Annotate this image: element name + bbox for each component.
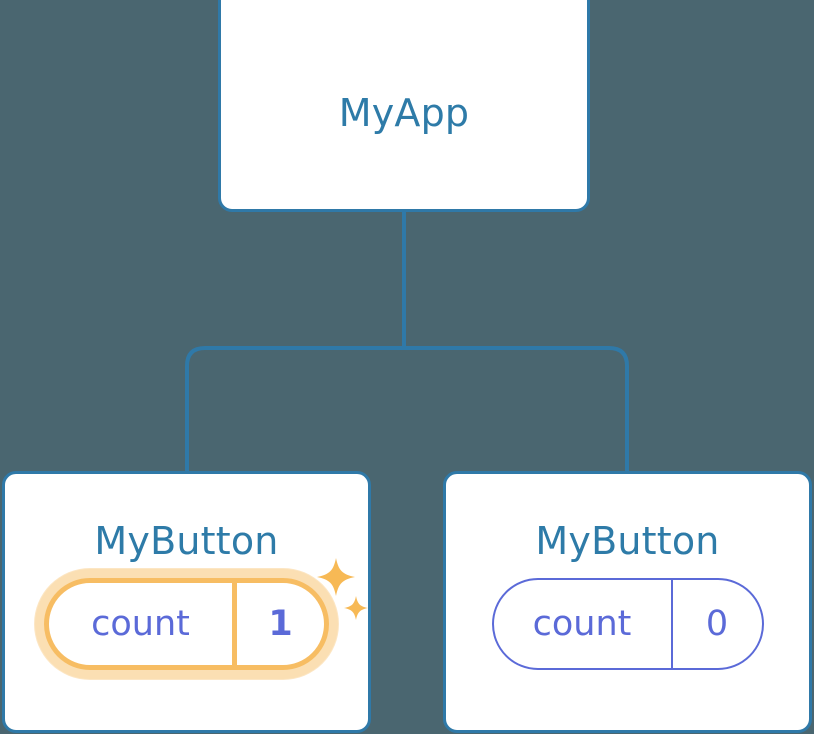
- state-key-right: count: [532, 604, 632, 644]
- state-value-right: 0: [670, 580, 762, 668]
- state-pill-highlighted[interactable]: count 1: [44, 578, 329, 670]
- node-card-child-right[interactable]: MyButton count 0: [443, 471, 812, 733]
- node-title-child-right: MyButton: [535, 519, 720, 563]
- state-pill-wrap-left: count 1: [5, 578, 368, 670]
- connector-branch: [185, 346, 629, 471]
- state-pill-wrap-right: count 0: [446, 578, 809, 670]
- node-title-root: MyApp: [338, 91, 470, 135]
- state-pill-plain[interactable]: count 0: [491, 578, 764, 670]
- node-title-child-left: MyButton: [94, 519, 279, 563]
- state-value-left: 1: [232, 583, 324, 665]
- node-card-child-left[interactable]: MyButton count 1: [2, 471, 371, 733]
- node-card-root[interactable]: MyApp: [218, 0, 590, 212]
- state-key-left: count: [91, 604, 190, 644]
